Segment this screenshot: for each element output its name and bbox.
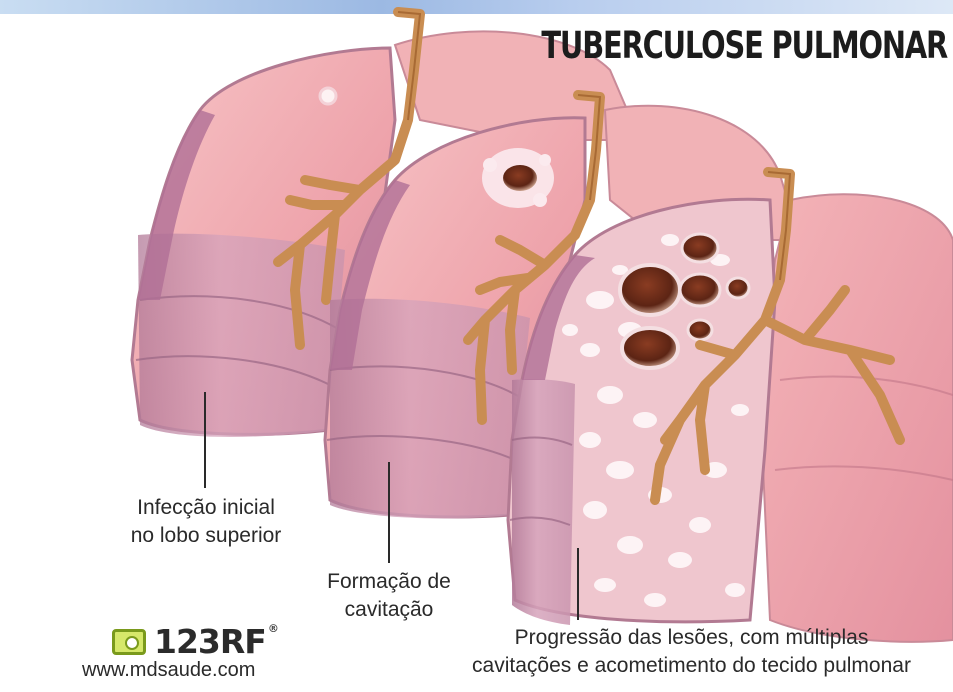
caption-stage-3-line-2: cavitações e acometimento do tecido pulm… (430, 652, 953, 680)
logo-name: 123RF (154, 622, 266, 661)
caption-stage-2-line-2: cavitação (304, 596, 474, 624)
lung-1-lower-base (138, 234, 345, 437)
lung-1-initial-lesion (320, 88, 336, 104)
logo-text: 123RF® (154, 622, 278, 661)
caption-stage-3: Progressão das lesões, com múltiplas cav… (430, 624, 953, 680)
camera-icon (112, 629, 146, 655)
caption-stage-2: Formação de cavitação (304, 568, 474, 624)
caption-stage-1: Infecção inicial no lobo superior (106, 494, 306, 550)
stock-logo: 123RF® (112, 622, 278, 661)
lung-3-lower-base (512, 379, 575, 625)
caption-stage-3-line-1: Progressão das lesões, com múltiplas (430, 624, 953, 652)
website-url: www.mdsaude.com (82, 659, 255, 682)
lung-3-right-lung (760, 194, 953, 642)
lung-2-cavity (482, 148, 554, 208)
caption-stage-2-line-1: Formação de (304, 568, 474, 596)
registered-mark: ® (268, 622, 278, 635)
caption-stage-1-line-1: Infecção inicial (106, 494, 306, 522)
diagram-title: TUBERCULOSE PULMONAR (541, 24, 947, 67)
lung-2-lower-base (330, 299, 530, 519)
caption-stage-1-line-2: no lobo superior (106, 522, 306, 550)
